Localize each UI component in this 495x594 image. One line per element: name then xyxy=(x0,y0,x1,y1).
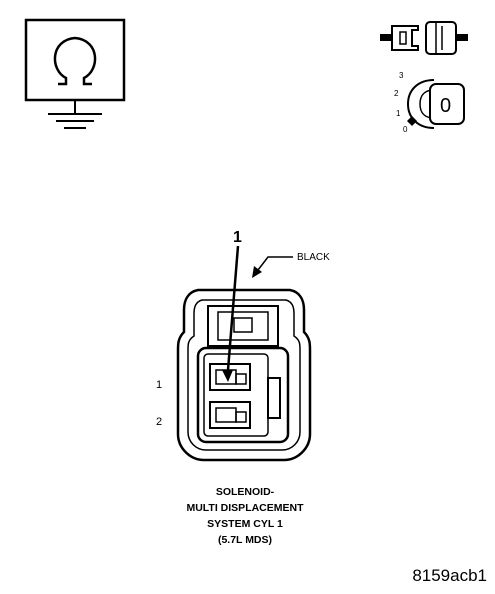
figure-id: 8159acb1 xyxy=(412,566,487,585)
caption-line-2: MULTI DISPLACEMENT xyxy=(186,502,304,514)
caption-line-1: SOLENOID- xyxy=(215,486,275,498)
ignition-key-off-icon: 3 2 1 0 0 xyxy=(394,71,465,134)
terminal-2 xyxy=(209,401,251,429)
ignition-position-1: 1 xyxy=(396,109,401,118)
connector-latch xyxy=(207,305,279,347)
ohm-meter-icon xyxy=(24,18,126,129)
terminal-cavity xyxy=(196,346,290,444)
pin-label-2: 2 xyxy=(156,416,162,428)
callout-leader xyxy=(226,245,240,371)
caption-line-3: SYSTEM CYL 1 xyxy=(207,518,283,530)
ignition-position-2: 2 xyxy=(394,89,399,98)
callout-number: 1 xyxy=(233,229,242,246)
pin-label-1: 1 xyxy=(156,379,162,391)
connector-diagram: 1 BLACK 1 2 xyxy=(156,229,330,462)
connector-disconnect-icon xyxy=(380,21,468,55)
color-label: BLACK xyxy=(297,252,330,263)
caption-line-4: (5.7L MDS) xyxy=(217,534,273,546)
ignition-position-0: 0 xyxy=(403,125,408,134)
ignition-position-3: 3 xyxy=(399,71,404,80)
callout-arrowhead xyxy=(222,370,233,382)
color-arrowhead xyxy=(252,266,262,278)
ignition-key-label: 0 xyxy=(440,95,451,117)
